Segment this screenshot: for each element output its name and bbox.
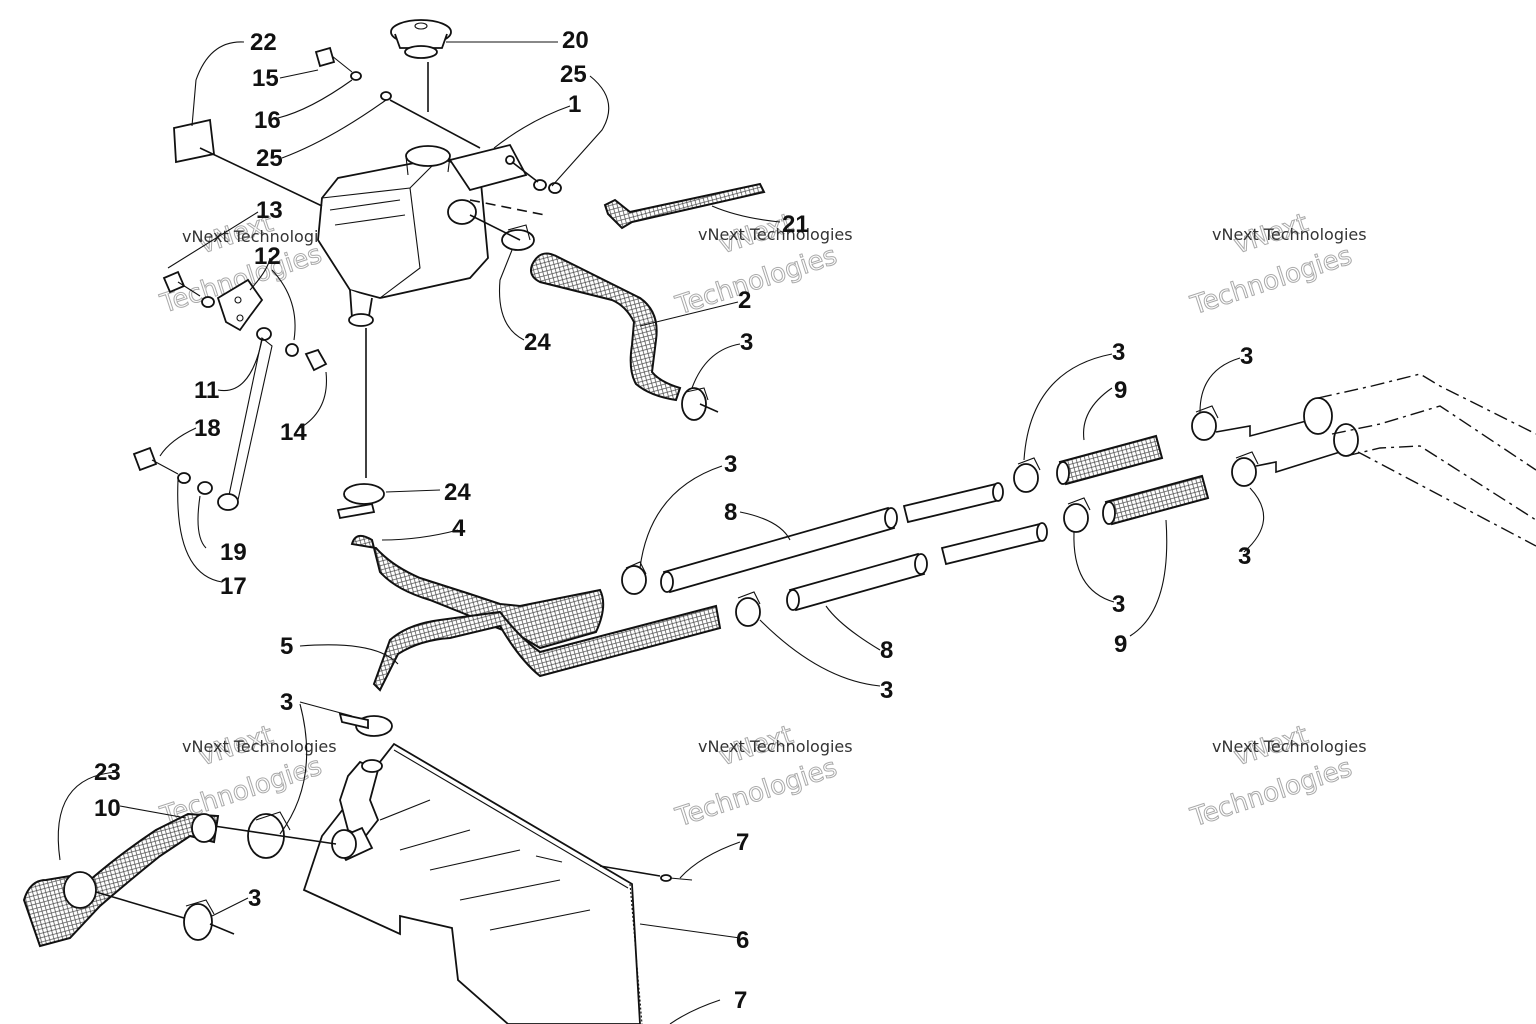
callout-3: 3 xyxy=(1112,339,1125,366)
hose-9-upper xyxy=(1058,434,1164,486)
connector-tube-lower xyxy=(940,522,1048,566)
callout-16: 16 xyxy=(254,107,281,134)
callout-3: 3 xyxy=(248,885,261,912)
hose-clamp xyxy=(621,561,647,595)
callout-3: 3 xyxy=(740,329,753,356)
hose-clamp xyxy=(681,387,719,421)
watermark-small: vNext Technologies xyxy=(1212,225,1367,244)
callout-1: 1 xyxy=(568,91,581,118)
callout-2: 2 xyxy=(738,287,751,314)
callout-25: 25 xyxy=(256,145,283,172)
callout-10: 10 xyxy=(94,795,121,822)
callout-21: 21 xyxy=(782,211,809,238)
watermark-big: Technologies xyxy=(1187,753,1356,833)
callout-20: 20 xyxy=(562,27,589,54)
callout-9: 9 xyxy=(1114,377,1127,404)
callout-25: 25 xyxy=(560,61,587,88)
hose-clamp xyxy=(735,591,761,627)
watermark-small: vNext Technologies xyxy=(698,737,853,756)
callout-8: 8 xyxy=(724,499,737,526)
callout-4: 4 xyxy=(452,515,466,542)
callout-3: 3 xyxy=(1240,343,1253,370)
callout-9: 9 xyxy=(1114,631,1127,658)
decal xyxy=(173,118,215,164)
hose-clamp xyxy=(1191,405,1219,441)
callout-5: 5 xyxy=(280,633,293,660)
connector-tube-upper xyxy=(902,482,1004,524)
callout-18: 18 xyxy=(194,415,221,442)
callout-labels: 1 2 3 3 3 3 3 3 3 3 3 4 5 6 7 7 8 8 9 9 … xyxy=(94,27,1253,1014)
callout-7: 7 xyxy=(734,987,747,1014)
hose-10 xyxy=(22,812,220,948)
bolt-15 xyxy=(314,46,481,149)
callout-7: 7 xyxy=(736,829,749,856)
callout-11: 11 xyxy=(194,377,219,404)
support-rod xyxy=(217,337,273,511)
hose-clamp xyxy=(501,224,535,251)
watermark-small: vNext Technologies xyxy=(698,225,853,244)
callout-15: 15 xyxy=(252,65,279,92)
hose-clamp xyxy=(247,811,291,859)
overflow-hose xyxy=(469,182,766,230)
watermark-group: vNext Technologies vNext Technologies vN… xyxy=(156,208,1367,834)
watermark-small: vNext Technologies xyxy=(182,227,337,246)
callout-6: 6 xyxy=(736,927,749,954)
watermark-small: vNext Technologies xyxy=(1212,737,1367,756)
callout-24: 24 xyxy=(444,479,471,506)
callout-13: 13 xyxy=(256,197,283,224)
watermark-big: Technologies xyxy=(672,753,841,833)
callout-8: 8 xyxy=(880,637,893,664)
callout-3: 3 xyxy=(724,451,737,478)
hose-clamp xyxy=(183,899,235,941)
callout-19: 19 xyxy=(220,539,247,566)
callout-3: 3 xyxy=(1112,591,1125,618)
watermark-big: Technologies xyxy=(672,241,841,321)
callout-22: 22 xyxy=(250,29,277,56)
hose-clamp xyxy=(1231,451,1259,487)
callout-3: 3 xyxy=(1238,543,1251,570)
callout-24: 24 xyxy=(524,329,551,356)
hose-2 xyxy=(530,252,682,402)
callout-23: 23 xyxy=(94,759,121,786)
leader-lines xyxy=(57,41,1265,1024)
hose-5 xyxy=(372,604,722,692)
tube-8-lower xyxy=(786,552,928,612)
radiator-cap xyxy=(390,19,452,59)
bolt-18 xyxy=(132,446,213,495)
callout-14: 14 xyxy=(280,419,307,446)
callout-12: 12 xyxy=(254,243,281,270)
drain-plug xyxy=(599,865,693,882)
elbow-fitting xyxy=(338,712,393,840)
callout-17: 17 xyxy=(220,573,247,600)
watermark-big: Technologies xyxy=(1187,241,1356,321)
hose-9-lower xyxy=(1104,474,1210,526)
tube-8-upper xyxy=(660,506,898,594)
hose-clamp xyxy=(1063,497,1091,533)
radiator-panel xyxy=(302,742,643,1024)
coolant-tank xyxy=(317,143,528,327)
watermark-small: vNext Technologies xyxy=(182,737,337,756)
hose-clamp xyxy=(1013,457,1041,493)
hose-clamp-24 xyxy=(336,483,385,520)
callout-3: 3 xyxy=(280,689,293,716)
heat-exchanger xyxy=(1303,373,1536,547)
callout-3: 3 xyxy=(880,677,893,704)
